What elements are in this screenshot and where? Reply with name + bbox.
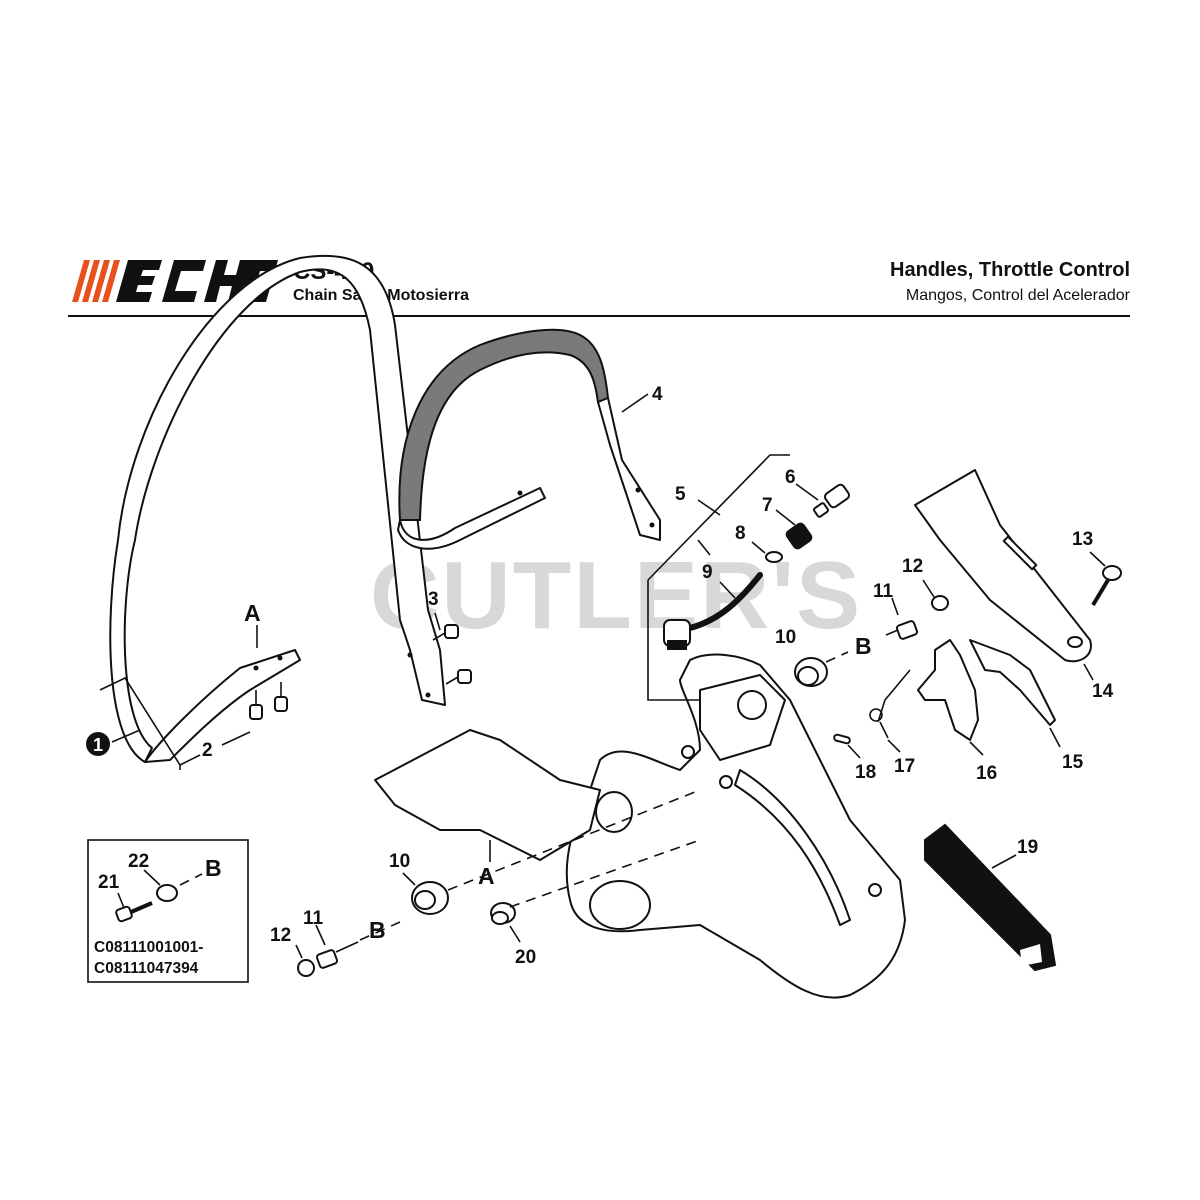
callout-2: 2 [202,740,213,761]
rubber-grip-19 [924,823,1057,972]
callout-15: 15 [1062,752,1084,773]
throttle-trigger-16 [917,639,979,741]
svg-text:1: 1 [93,735,103,755]
callout-14: 14 [1092,681,1114,702]
callout-12b: 12 [270,925,291,946]
callout-1: 1 [86,732,110,756]
bracket-1 [99,676,181,770]
collar-22 [156,884,178,902]
throttle-lockout-15 [969,639,1056,726]
leader-lines [111,393,1106,959]
align-line-4 [359,921,401,941]
section-title: Handles, Throttle Control [890,259,1130,281]
callout-16: 16 [976,763,997,784]
screw-13 [1091,565,1122,607]
section-subtitle: Mangos, Control del Acelerador [905,287,1130,304]
callout-5: 5 [675,484,686,505]
ref-b-inset: B [205,855,222,881]
callout-9: 9 [702,562,713,583]
fitting-20 [490,902,516,925]
callout-11a: 11 [873,581,894,602]
callout-6: 6 [785,467,796,488]
screw-2a [249,690,263,720]
screw-2b [274,682,288,712]
callout-11b: 11 [303,908,324,929]
rear-handle-grip [397,328,661,550]
bolt-11a [885,620,919,640]
washer-12a [931,595,949,611]
callout-13: 13 [1072,529,1093,550]
fuel-hose [663,572,763,650]
align-line-3 [825,651,849,663]
handle-cover-14 [914,469,1092,663]
callout-8: 8 [735,523,746,544]
bolt-11b [315,941,359,969]
callout-10a: 10 [775,627,796,648]
serial-from: C08111001001- [94,939,203,956]
callout-18: 18 [855,762,876,783]
header-rule [68,315,1130,317]
callout-21: 21 [98,872,120,893]
oring-8 [765,551,783,563]
callout-20: 20 [515,947,536,968]
callout-19: 19 [1017,837,1038,858]
screw-3a [432,624,459,641]
logo-stripes [72,260,120,302]
callout-17: 17 [894,756,915,777]
ref-b-lower: B [369,917,386,943]
front-handle-bar [109,254,446,763]
ref-a-lower: A [478,863,495,889]
callout-12a: 12 [902,556,923,577]
washer-12b [297,959,315,977]
bolt-21 [115,905,133,923]
screw-3b [445,669,472,685]
buffer-10a [794,657,828,687]
serial-inset-box: 22 21 B C08111001001- C08111047394 [87,839,249,983]
callout-4: 4 [652,384,663,405]
buffer-10b [411,881,449,915]
fuel-filter-7 [785,522,813,550]
callout-10b: 10 [389,851,410,872]
bracket-1-b [179,754,201,766]
callout-7: 7 [762,495,773,516]
fuel-pickup-6 [813,483,851,518]
handle-housing [374,653,906,999]
serial-to: C08111047394 [94,960,199,977]
align-line-1 [447,789,701,891]
spring-17 [869,669,911,739]
bracket-5-top [647,454,790,581]
pin-18 [833,733,851,745]
ref-b-right: B [855,633,872,659]
callout-3: 3 [428,589,439,610]
callout-22: 22 [128,851,149,872]
ref-a-upper: A [244,600,261,626]
bracket-5 [647,580,700,701]
